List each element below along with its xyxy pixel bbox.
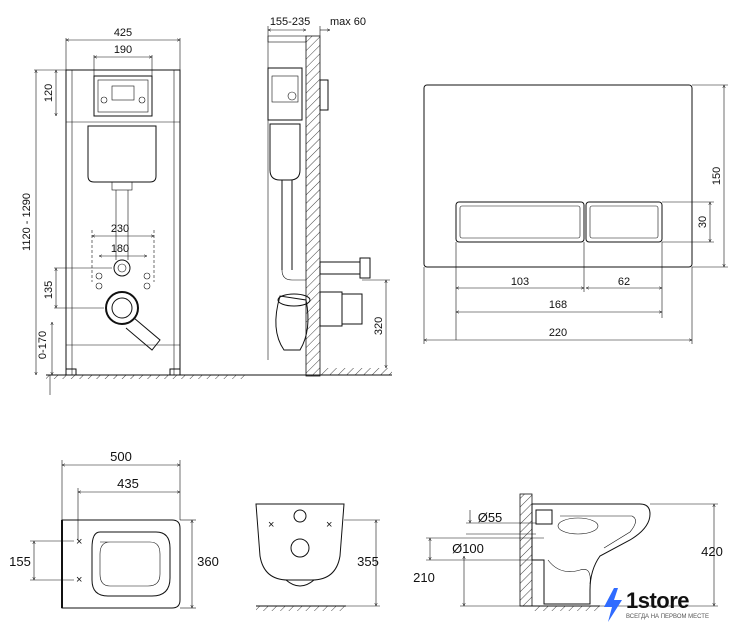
dim-front-height: 355: [357, 554, 379, 569]
front-bolt-left: ×: [268, 519, 274, 531]
toilet-top-view: × × 500 435 155 360: [9, 449, 219, 609]
brand-logo: 1store ВСЕГДА НА ПЕРВОМ МЕСТЕ: [600, 586, 720, 630]
dim-key-height: 30: [697, 216, 709, 228]
dim-right-key: 62: [618, 276, 630, 288]
dim-bolt-spacing: 155: [9, 554, 31, 569]
dim-left-key: 103: [511, 276, 529, 288]
dim-max-depth: max 60: [330, 16, 366, 28]
bolt-mark-bottom: ×: [76, 574, 82, 586]
dim-total-height: 420: [701, 544, 723, 559]
brand-tagline: ВСЕГДА НА ПЕРВОМ МЕСТЕ: [626, 614, 709, 620]
dim-keys-total: 168: [549, 299, 567, 311]
dim-height-320: 320: [373, 317, 385, 335]
dim-toilet-depth: 360: [197, 554, 219, 569]
dim-frame-width: 425: [114, 27, 132, 39]
toilet-side-view: Ø55 Ø100 210 420: [413, 493, 723, 611]
bolt-mark-top: ×: [76, 536, 82, 548]
dim-offset-135: 135: [43, 281, 55, 299]
toilet-front-view: × × 355: [255, 503, 380, 611]
frame-side-view: 155-235 max 60 320: [246, 16, 392, 377]
frame-front-view: 425 190 120 1120 - 1290 230 180 135 0-17…: [21, 27, 246, 395]
dim-outlet-height: 210: [413, 570, 435, 585]
dim-top-offset: 120: [43, 84, 55, 102]
dim-plate-width: 220: [549, 327, 567, 339]
front-bolt-right: ×: [326, 519, 332, 531]
brand-name: 1store: [626, 588, 690, 613]
dim-inlet-diameter: Ø55: [478, 510, 503, 525]
dim-width-230: 230: [111, 223, 129, 235]
dim-outlet-diameter: Ø100: [452, 541, 484, 556]
lightning-icon: [604, 588, 622, 622]
dim-top-plate: 190: [114, 44, 132, 56]
dim-toilet-width-outer: 500: [110, 449, 132, 464]
dim-leg-range: 0-170: [37, 331, 49, 359]
dim-depth-range: 155-235: [270, 16, 310, 28]
dim-width-180: 180: [111, 243, 129, 255]
dim-frame-height: 1120 - 1290: [21, 193, 33, 251]
dim-plate-height: 150: [711, 167, 723, 185]
button-plate-view: 150 30 103 62 168 220: [423, 84, 728, 344]
dim-toilet-width-inner: 435: [117, 476, 139, 491]
